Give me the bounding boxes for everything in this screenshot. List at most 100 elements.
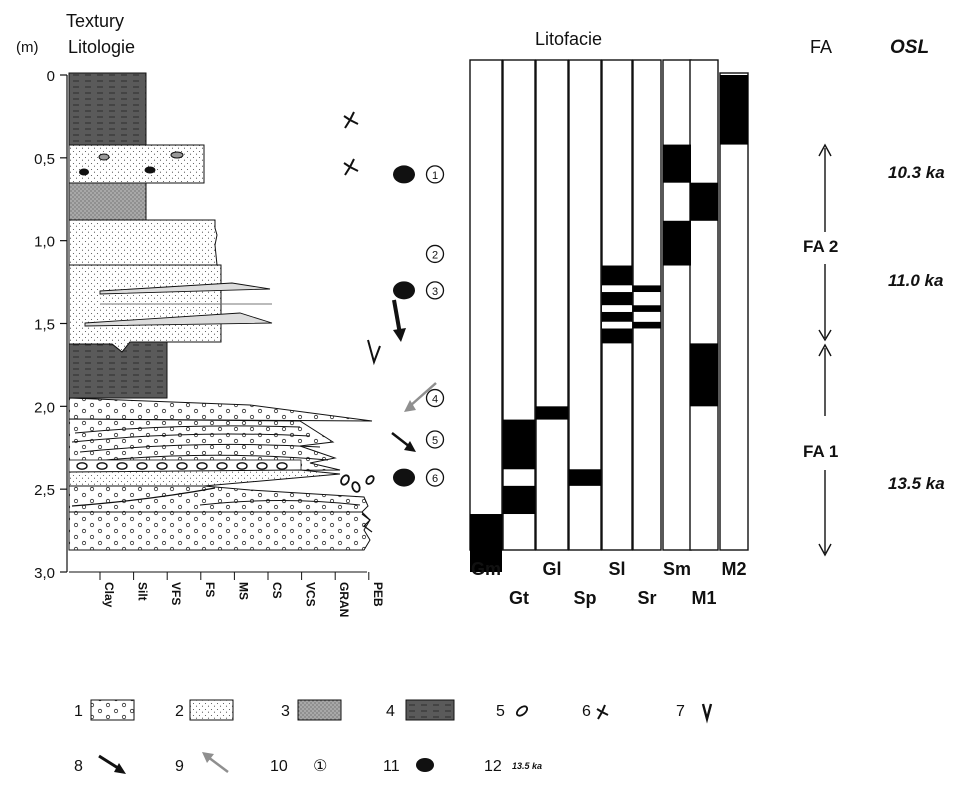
legend-silt-swatch [297, 699, 342, 721]
clast [96, 462, 108, 470]
depth-tick-label: 1,0 [34, 234, 55, 251]
clast [170, 151, 184, 159]
clast [116, 462, 128, 470]
facies-interval [602, 265, 632, 286]
legend-sand-swatch [189, 699, 234, 721]
osl-sample-dot [393, 165, 415, 184]
clast [256, 462, 268, 470]
facies-interval [663, 144, 691, 183]
clast [79, 168, 89, 176]
grain-size-label: GRAN [337, 582, 351, 617]
trough-lamina [199, 500, 361, 506]
sample-number-circle [425, 244, 445, 264]
osl-header: OSL [890, 37, 929, 58]
pebble-band-clasts [76, 462, 288, 470]
arrowhead [404, 441, 416, 452]
clast [236, 462, 248, 470]
legend-number-7: 7 [676, 703, 685, 720]
facies-interval [503, 419, 535, 470]
jagged-contact [361, 513, 373, 533]
facies-interval [633, 321, 661, 329]
facies-column-gm [469, 59, 503, 551]
facies-interval [663, 220, 691, 266]
arrowhead [818, 143, 832, 157]
facies-intervals [470, 75, 748, 572]
unit-gravel-lower [68, 485, 369, 513]
texture-header-line2: Litologie [68, 37, 135, 57]
legend: 1 2 3 4 5 6 7 8 9 10 ① 11 12 13.5 ka [74, 699, 713, 775]
facies-label-gm: Gm [471, 559, 501, 579]
depth-tick-label: 2,0 [34, 399, 55, 416]
unit-planar-sand [68, 469, 341, 487]
legend-number-3: 3 [281, 703, 290, 720]
facies-column-sp [568, 59, 602, 551]
legend-number-10: 10 [270, 758, 288, 775]
facies-interval [633, 305, 661, 312]
facies-label-sp: Sp [573, 588, 596, 608]
fa1-label: FA 1 [803, 442, 838, 461]
sample-number-circle [425, 468, 445, 487]
root-trace-icon [343, 158, 359, 176]
facies-column-sm [662, 59, 692, 551]
depth-ticks: 00,51,01,52,02,53,0 [34, 68, 67, 582]
facies-interval [690, 182, 718, 221]
paleocurrent-arrow-black [98, 754, 119, 770]
osl-age-1: 10.3 ka [888, 163, 945, 182]
osl-sample-dot [393, 281, 415, 300]
clast [176, 462, 188, 470]
clast [98, 153, 110, 161]
sample-number-circle [425, 388, 445, 408]
legend-number-4: 4 [386, 703, 395, 720]
trough-lamina [74, 425, 301, 434]
facies-label-gl: Gl [542, 559, 561, 579]
osl-age-3: 13.5 ka [888, 474, 945, 493]
unit-fine-sand [68, 219, 218, 266]
sample-digit: 6 [432, 473, 438, 485]
legend-number-5: 5 [496, 703, 505, 720]
arrowhead [818, 343, 832, 357]
osl-ages: 10.3 ka 11.0 ka 13.5 ka [888, 163, 945, 493]
legend-gravel-swatch [90, 699, 135, 721]
unit-silty-sand [68, 182, 147, 221]
clast [216, 462, 228, 470]
facies-column-m2 [719, 72, 749, 551]
legend-mud-swatch [405, 699, 455, 721]
low-angle-lamina [99, 282, 271, 295]
depth-tick-label: 0,5 [34, 151, 55, 168]
legend-number-6: 6 [582, 703, 591, 720]
facies-interval [602, 328, 632, 344]
depth-axis: 00,51,01,52,02,53,0 [34, 68, 68, 582]
depth-tick-label: 1,5 [34, 317, 55, 334]
unit-mudstone-top [68, 72, 147, 146]
arrowhead [818, 543, 832, 557]
facies-interval [470, 514, 502, 572]
pebble-clast-icon [340, 474, 350, 486]
fa2-label: FA 2 [803, 237, 838, 256]
unit-mudstone-lower [68, 341, 168, 399]
trough-lamina [71, 433, 311, 443]
headers: Textury Litologie (m) Litofacie FA OSL [16, 11, 929, 58]
unit-massive-gravel [68, 511, 371, 551]
sample-digit: 3 [432, 286, 438, 298]
fa-header: FA [810, 37, 832, 57]
clast [196, 462, 208, 470]
unit-sand-with-clasts [68, 144, 205, 184]
facies-gap [602, 285, 632, 293]
facies-label-sr: Sr [637, 588, 656, 608]
trough-lamina [71, 487, 216, 507]
depth-tick-label: 2,5 [34, 482, 55, 499]
unit-gravel-upper [68, 397, 373, 422]
symbols-column: ①1②2③3④4⑤5⑥6 [340, 111, 445, 493]
arrowhead [818, 329, 832, 342]
sample-number-circle [425, 430, 445, 449]
sample-number-circle [425, 281, 445, 300]
legend-number-8: 8 [74, 758, 83, 775]
facies-interval [633, 285, 661, 293]
facies-associations: FA 2 FA 1 [803, 143, 838, 557]
paleocurrent-arrow-gray [409, 382, 437, 407]
